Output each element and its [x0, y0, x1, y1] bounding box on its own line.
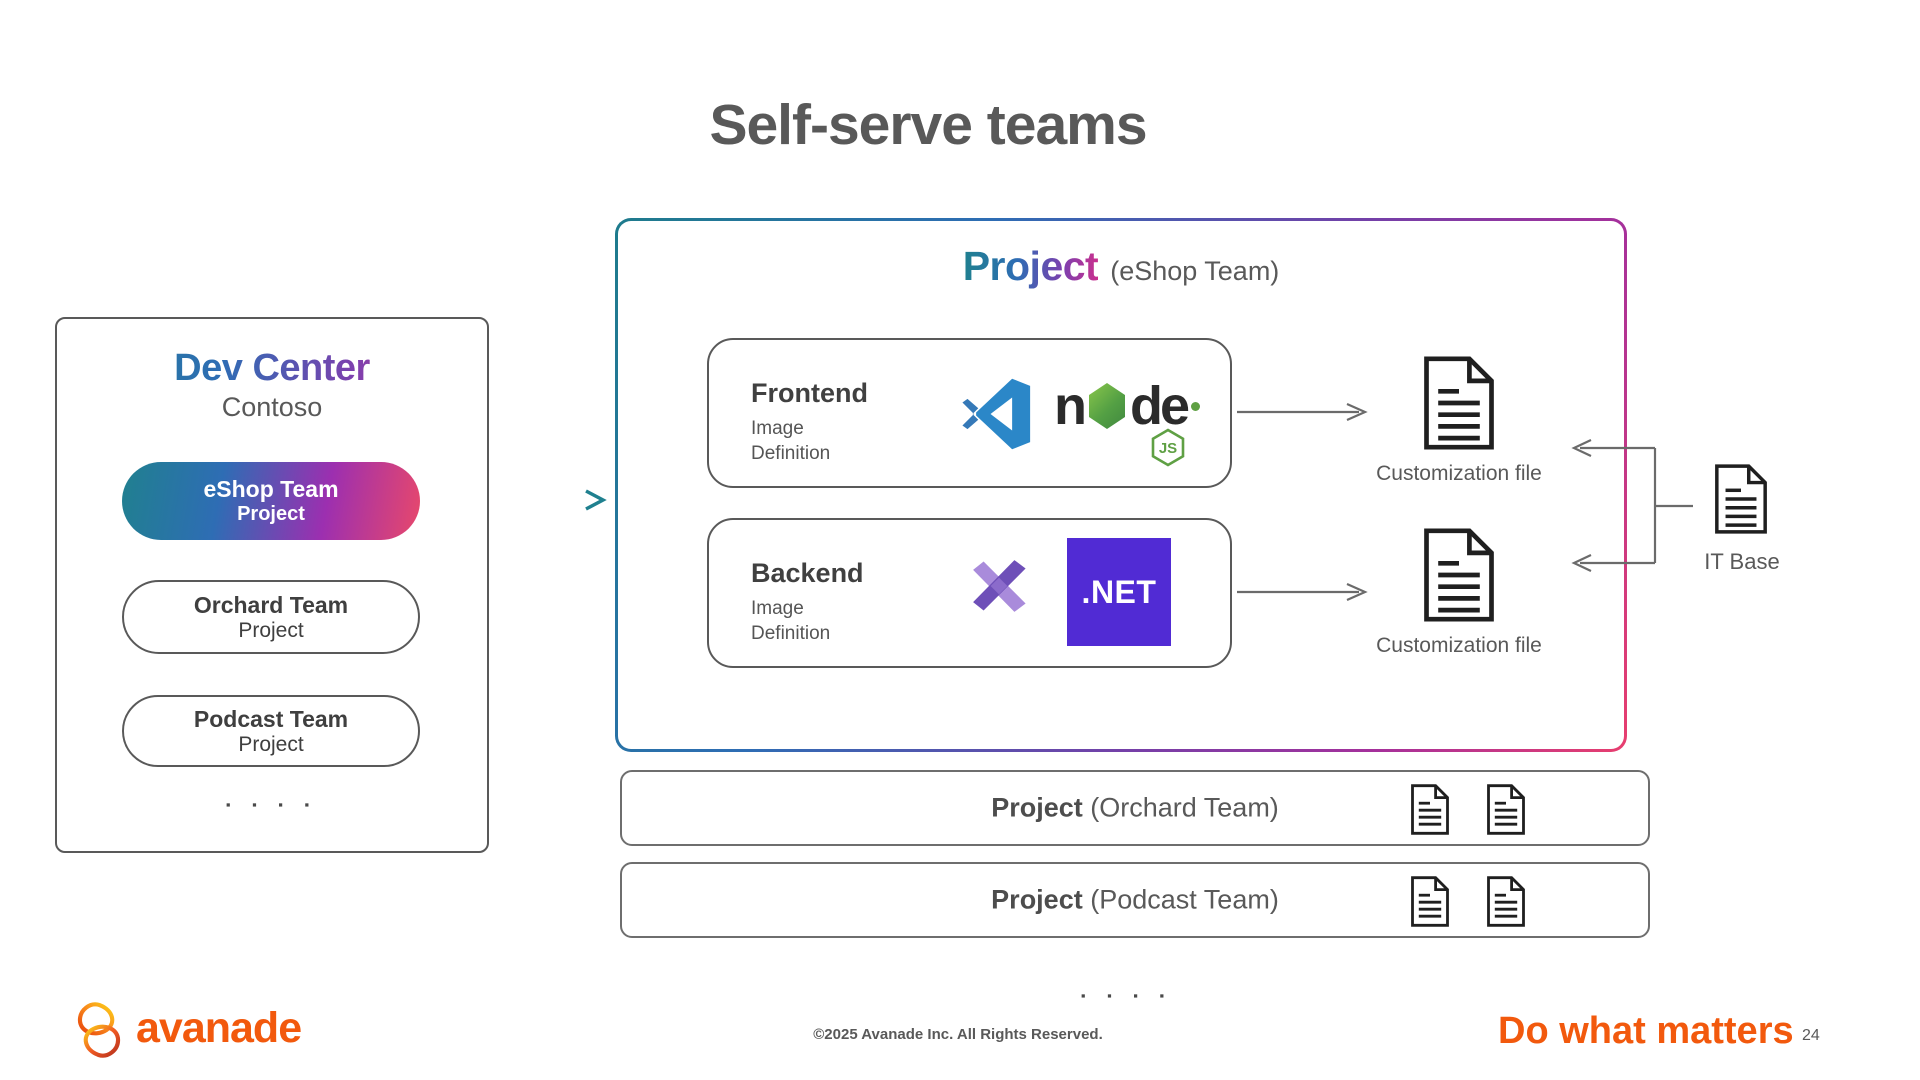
file-icon [1411, 784, 1449, 835]
row-title: Project (Orchard Team) [991, 792, 1279, 823]
node-green-dot [1191, 401, 1201, 411]
itbase-to-files-connector [1571, 439, 1693, 572]
file-icon [1411, 876, 1449, 927]
pill-team-type: Project [238, 618, 304, 642]
eshop-project-box: Project (eShop Team) Frontend Image Defi… [615, 218, 1627, 752]
customization-file-label-backend: Customization file [1376, 634, 1542, 657]
customization-file-icon-backend [1424, 528, 1494, 622]
backend-to-file-arrow [1237, 582, 1368, 602]
row-title: Project (Podcast Team) [991, 884, 1279, 915]
eshop-to-project-arrow [420, 489, 607, 511]
file-icon [1487, 876, 1525, 927]
card-name: Frontend [751, 378, 868, 408]
page-title: Self-serve teams [709, 93, 1147, 157]
avanade-logo-mark [77, 1002, 121, 1058]
customization-file-icon-frontend [1424, 356, 1494, 450]
pill-team-name: Podcast Team [193, 705, 349, 732]
dotnet-logo: .NET [1067, 538, 1171, 646]
itbase-file-icon [1715, 464, 1767, 534]
project-box-title: Project [962, 243, 1099, 289]
eshop-project-box-inner: Project (eShop Team) Frontend Image Defi… [618, 221, 1624, 749]
pill-team-name: Orchard Team [193, 591, 349, 618]
backend-image-definition-card: Backend Image Definition .NET [707, 518, 1232, 668]
project-box-team: (eShop Team) [1110, 256, 1280, 286]
eshop-team-project-pill: eShop Team Project [122, 462, 420, 540]
pill-team-type: Project [238, 732, 304, 756]
pill-team-type: Project [237, 503, 305, 525]
customization-file-label-frontend: Customization file [1376, 462, 1542, 485]
orchard-team-project-pill: Orchard Team Project [122, 580, 420, 654]
dev-center-title: Dev Center [57, 347, 487, 390]
project-box-header: Project (eShop Team) [618, 243, 1624, 290]
orchard-project-row: Project (Orchard Team) [620, 770, 1650, 846]
frontend-image-definition-card: Frontend Image Definition n de [707, 338, 1232, 488]
tagline-text: Do what matters [1498, 1010, 1794, 1052]
more-rows-ellipsis: ▪ ▪ ▪ ▪ [1080, 988, 1174, 1003]
vscode-icon [962, 378, 1031, 450]
file-icon [1487, 784, 1525, 835]
svg-text:JS: JS [1159, 440, 1177, 457]
frontend-to-file-arrow [1237, 402, 1368, 422]
card-name: Backend [751, 558, 864, 588]
avanade-logo-wordmark: avanade [136, 1004, 302, 1052]
copyright-text: ©2025 Avanade Inc. All Rights Reserved. [813, 1026, 1103, 1043]
podcast-team-project-pill: Podcast Team Project [122, 695, 420, 767]
dev-center-subtitle: Contoso [221, 392, 323, 422]
podcast-project-row: Project (Podcast Team) [620, 862, 1650, 938]
dev-center-box: Dev Center Contoso eShop Team Project Or… [55, 317, 489, 853]
page-number: 24 [1802, 1027, 1820, 1044]
nodejs-js-badge: JS [1151, 428, 1185, 467]
pill-team-name: eShop Team [203, 476, 339, 502]
visual-studio-icon [973, 560, 1026, 612]
more-projects-ellipsis: ▪ ▪ ▪ ▪ [225, 797, 319, 812]
card-description: Image Definition [751, 598, 831, 645]
card-description: Image Definition [751, 418, 831, 465]
nodejs-logo: n de JS [1054, 379, 1224, 475]
nodejs-wordmark: n de [1054, 379, 1224, 433]
node-hexagon-icon [1089, 383, 1125, 429]
itbase-label: IT Base [1704, 549, 1780, 574]
